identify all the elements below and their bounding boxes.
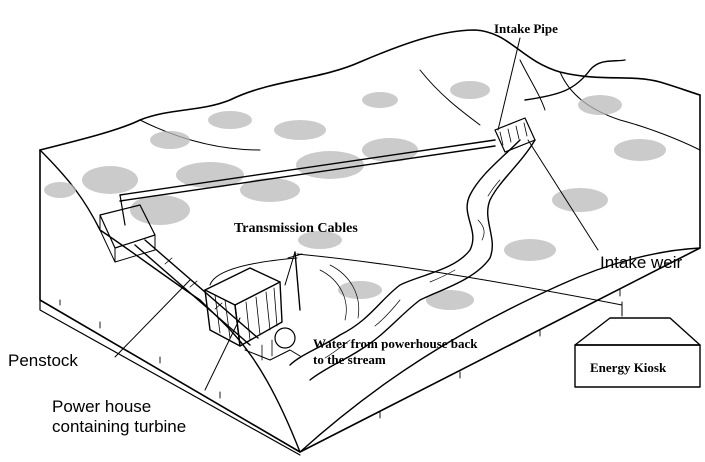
label-power-house-line1: Power house [52, 397, 151, 416]
transmission-line [209, 251, 623, 317]
intake-weir-structure [494, 117, 536, 153]
label-penstock: Penstock [8, 351, 78, 370]
label-water-return-line1: Water from powerhouse back [313, 336, 478, 351]
label-intake-pipe: Intake Pipe [494, 21, 558, 36]
stream [289, 59, 626, 381]
energy-kiosk-building [574, 317, 701, 388]
turbine-outflow [244, 327, 301, 361]
label-transmission-cables: Transmission Cables [234, 221, 358, 236]
label-water-return-line2: to the stream [313, 352, 386, 367]
terrain-block [39, 29, 701, 456]
forebay-tank [99, 204, 156, 263]
label-power-house-line2: containing turbine [52, 417, 186, 436]
vegetation [44, 81, 666, 310]
power-house-building [204, 267, 283, 347]
label-intake-weir: Intake weir [600, 253, 683, 272]
penstock-pipe [134, 239, 259, 346]
intake-pipe-channel [119, 139, 496, 226]
leader-lines [114, 37, 599, 391]
label-energy-kiosk: Energy Kiosk [590, 360, 667, 375]
